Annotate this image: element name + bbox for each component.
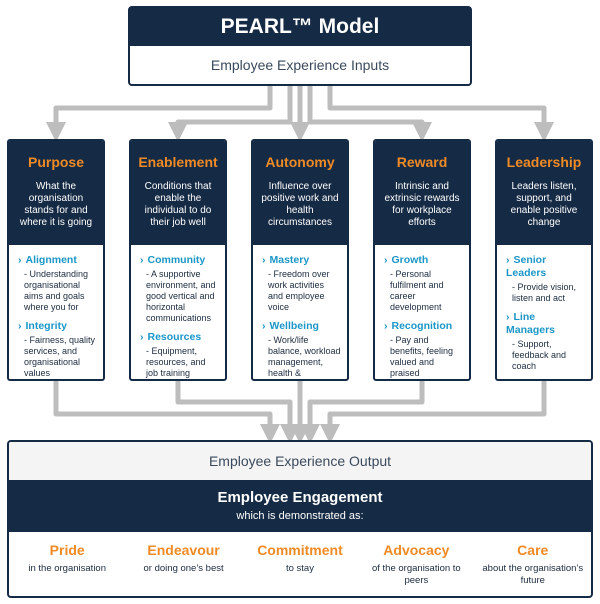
subitem-description: - Freedom over work activities and emplo…: [268, 269, 330, 312]
pillar-name: Leadership: [506, 154, 582, 170]
subitem-name: Alignment: [18, 254, 97, 267]
connector-input-purpose: [46, 86, 273, 142]
pillar-description: What the organisation stands for and whe…: [19, 181, 93, 228]
subitem-name: Integrity: [18, 320, 97, 333]
outcome-name: Care: [517, 542, 549, 558]
subitem-name: Growth: [384, 254, 463, 267]
connector-input-leadership: [327, 86, 554, 142]
outcome-name: Endeavour: [147, 542, 220, 558]
subitem-description: - Understanding organisational aims and …: [24, 269, 89, 312]
pillar-name: Reward: [396, 154, 448, 170]
outcome-endeavour: Endeavour or doing one’s best: [129, 542, 239, 587]
outcome-description: of the organisation to peers: [371, 563, 461, 586]
subitem-name: Community: [140, 254, 219, 267]
subitem-description: - Support, feedback and coach: [512, 339, 567, 371]
subitem-description: - Personal fulfilment and career develop…: [390, 269, 444, 312]
subitem-resources: Resources - Equipment, resources, and jo…: [140, 331, 219, 379]
subitem-community: Community - A supportive environment, an…: [140, 254, 219, 324]
pillar-leadership: Leadership Leaders listen, support, and …: [495, 139, 593, 381]
subitem-name: Recognition: [384, 320, 463, 333]
outcome-name: Advocacy: [383, 542, 450, 558]
model-title-box: PEARL™ Model Employee Experience Inputs: [128, 6, 472, 86]
subitem-description: - Fairness, quality services, and organi…: [24, 335, 96, 378]
subitem-description: - Equipment, resources, and job training: [146, 346, 206, 378]
subitem-senior-leaders: Senior Leaders - Provide vision, listen …: [506, 254, 585, 304]
subitem-name: Line Managers: [506, 311, 585, 337]
pillar-description: Conditions that enable the individual to…: [144, 181, 212, 228]
subitem-name: Senior Leaders: [506, 254, 585, 280]
subitem-mastery: Mastery - Freedom over work activities a…: [262, 254, 341, 313]
subitem-name: Wellbeing: [262, 320, 341, 333]
output-label: Employee Experience Output: [9, 442, 591, 480]
model-title: PEARL™ Model: [130, 8, 470, 46]
outcome-description: in the organisation: [28, 563, 106, 574]
pillar-reward: Reward Intrinsic and extrinsic rewards f…: [373, 139, 471, 381]
pillar-name: Enablement: [138, 154, 218, 170]
pillar-enablement: Enablement Conditions that enable the in…: [129, 139, 227, 381]
engagement-title: Employee Engagement: [217, 489, 383, 506]
pillar-purpose: Purpose What the organisation stands for…: [7, 139, 105, 381]
subitem-name: Resources: [140, 331, 219, 344]
outcome-description: about the organisation’s future: [482, 563, 584, 586]
inputs-label: Employee Experience Inputs: [210, 57, 390, 73]
subitem-description: - Pay and benefits, feeling valued and p…: [390, 335, 454, 378]
subitem-description: - Work/life balance, workload management…: [268, 335, 341, 378]
pillar-description: Influence over positive work and health …: [261, 181, 339, 228]
pillar-description: Leaders listen, support, and enable posi…: [510, 181, 578, 228]
subitem-line-managers: Line Managers - Support, feedback and co…: [506, 311, 585, 372]
connector-input-reward: [307, 86, 432, 142]
subitem-wellbeing: Wellbeing - Work/life balance, workload …: [262, 320, 341, 379]
subitem-alignment: Alignment - Understanding organisational…: [18, 254, 97, 313]
output-box: Employee Experience Output Employee Enga…: [7, 440, 593, 598]
pillar-name: Autonomy: [265, 154, 335, 170]
outcome-name: Pride: [49, 542, 85, 558]
outcome-description: or doing one’s best: [143, 563, 224, 574]
subitem-recognition: Recognition - Pay and benefits, feeling …: [384, 320, 463, 379]
subitem-name: Mastery: [262, 254, 341, 267]
outcome-name: Commitment: [257, 542, 343, 558]
subitem-description: - Provide vision, listen and act: [512, 282, 577, 303]
connector-input-enablement: [168, 86, 293, 142]
connector-enablement-output: [175, 381, 300, 444]
outcome-advocacy: Advocacy of the organisation to peers: [361, 542, 471, 587]
connector-reward-output: [300, 381, 425, 444]
outcome-pride: Pride in the organisation: [12, 542, 122, 587]
pillar-name: Purpose: [27, 154, 84, 170]
outcome-commitment: Commitment to stay: [245, 542, 355, 587]
connector-leadership-output: [320, 381, 547, 444]
subitem-description: - A supportive environment, and good ver…: [146, 269, 216, 323]
pillar-description: Intrinsic and extrinsic rewards for work…: [384, 181, 460, 228]
outcome-care: Care about the organisation’s future: [478, 542, 588, 587]
engagement-subtitle: which is demonstrated as:: [236, 510, 364, 522]
pillar-autonomy: Autonomy Influence over positive work an…: [251, 139, 349, 381]
outcomes-row: Pride in the organisation Endeavour or d…: [9, 532, 591, 587]
subitem-growth: Growth - Personal fulfilment and career …: [384, 254, 463, 313]
outcome-description: to stay: [285, 563, 314, 574]
connector-purpose-output: [53, 381, 280, 444]
subitem-integrity: Integrity - Fairness, quality services, …: [18, 320, 97, 379]
engagement-band: Employee Engagement which is demonstrate…: [9, 480, 591, 532]
